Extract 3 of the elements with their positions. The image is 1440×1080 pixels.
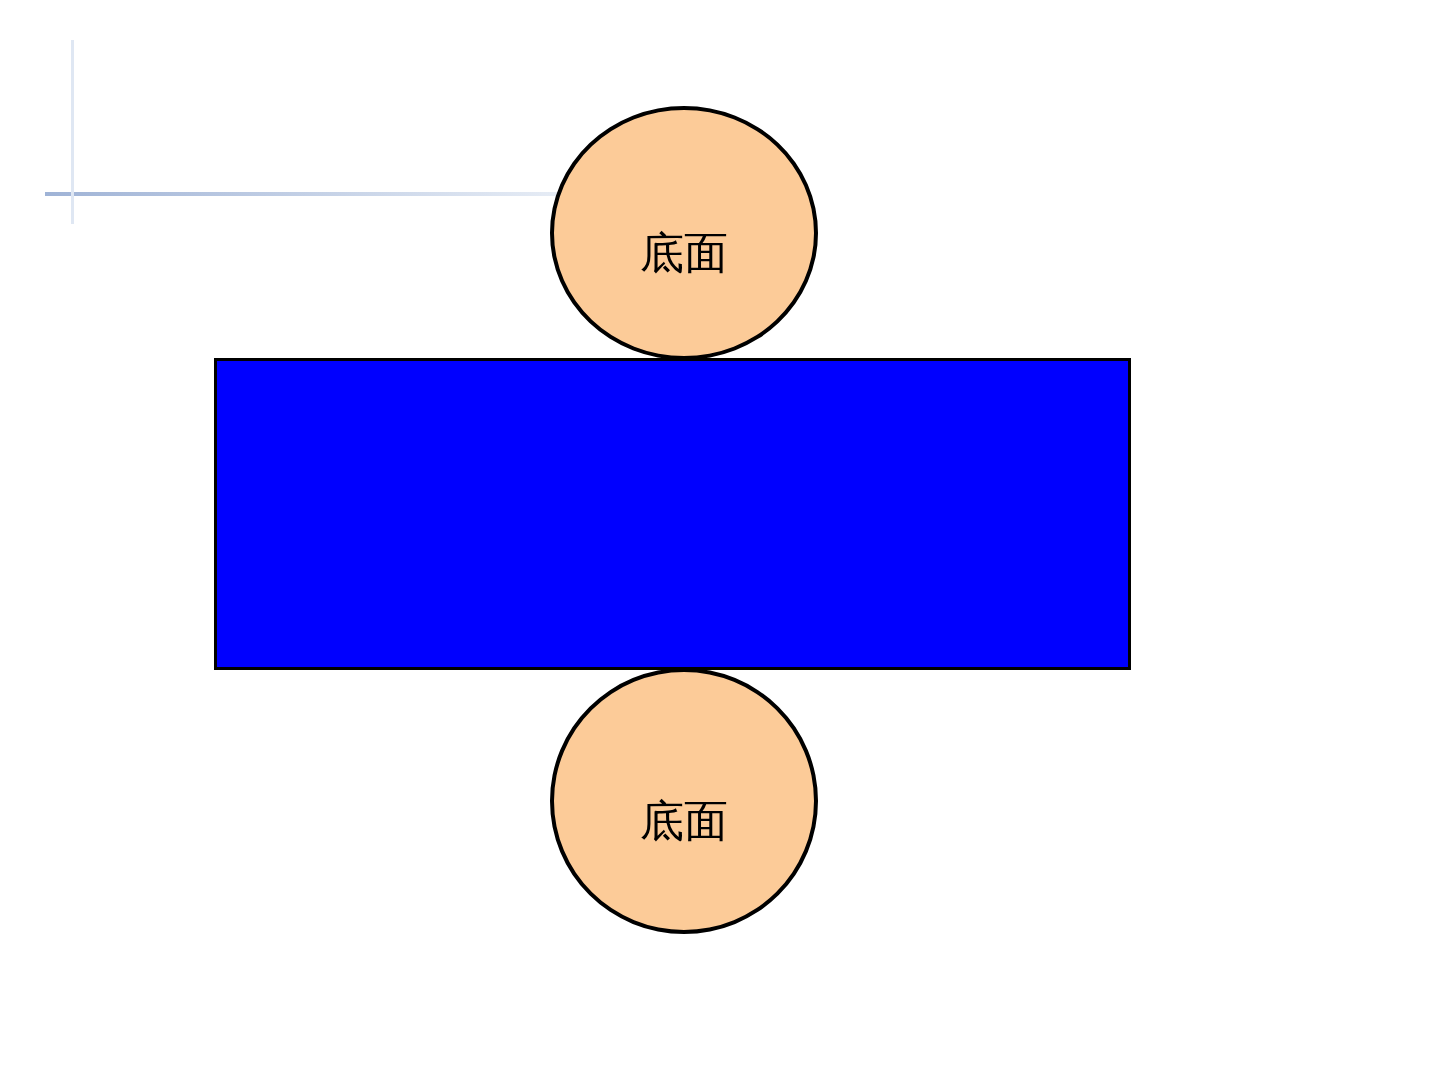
face-label: 底面 bbox=[640, 795, 728, 848]
lateral-rectangle bbox=[214, 358, 1131, 670]
face-label: 底面 bbox=[640, 227, 728, 280]
